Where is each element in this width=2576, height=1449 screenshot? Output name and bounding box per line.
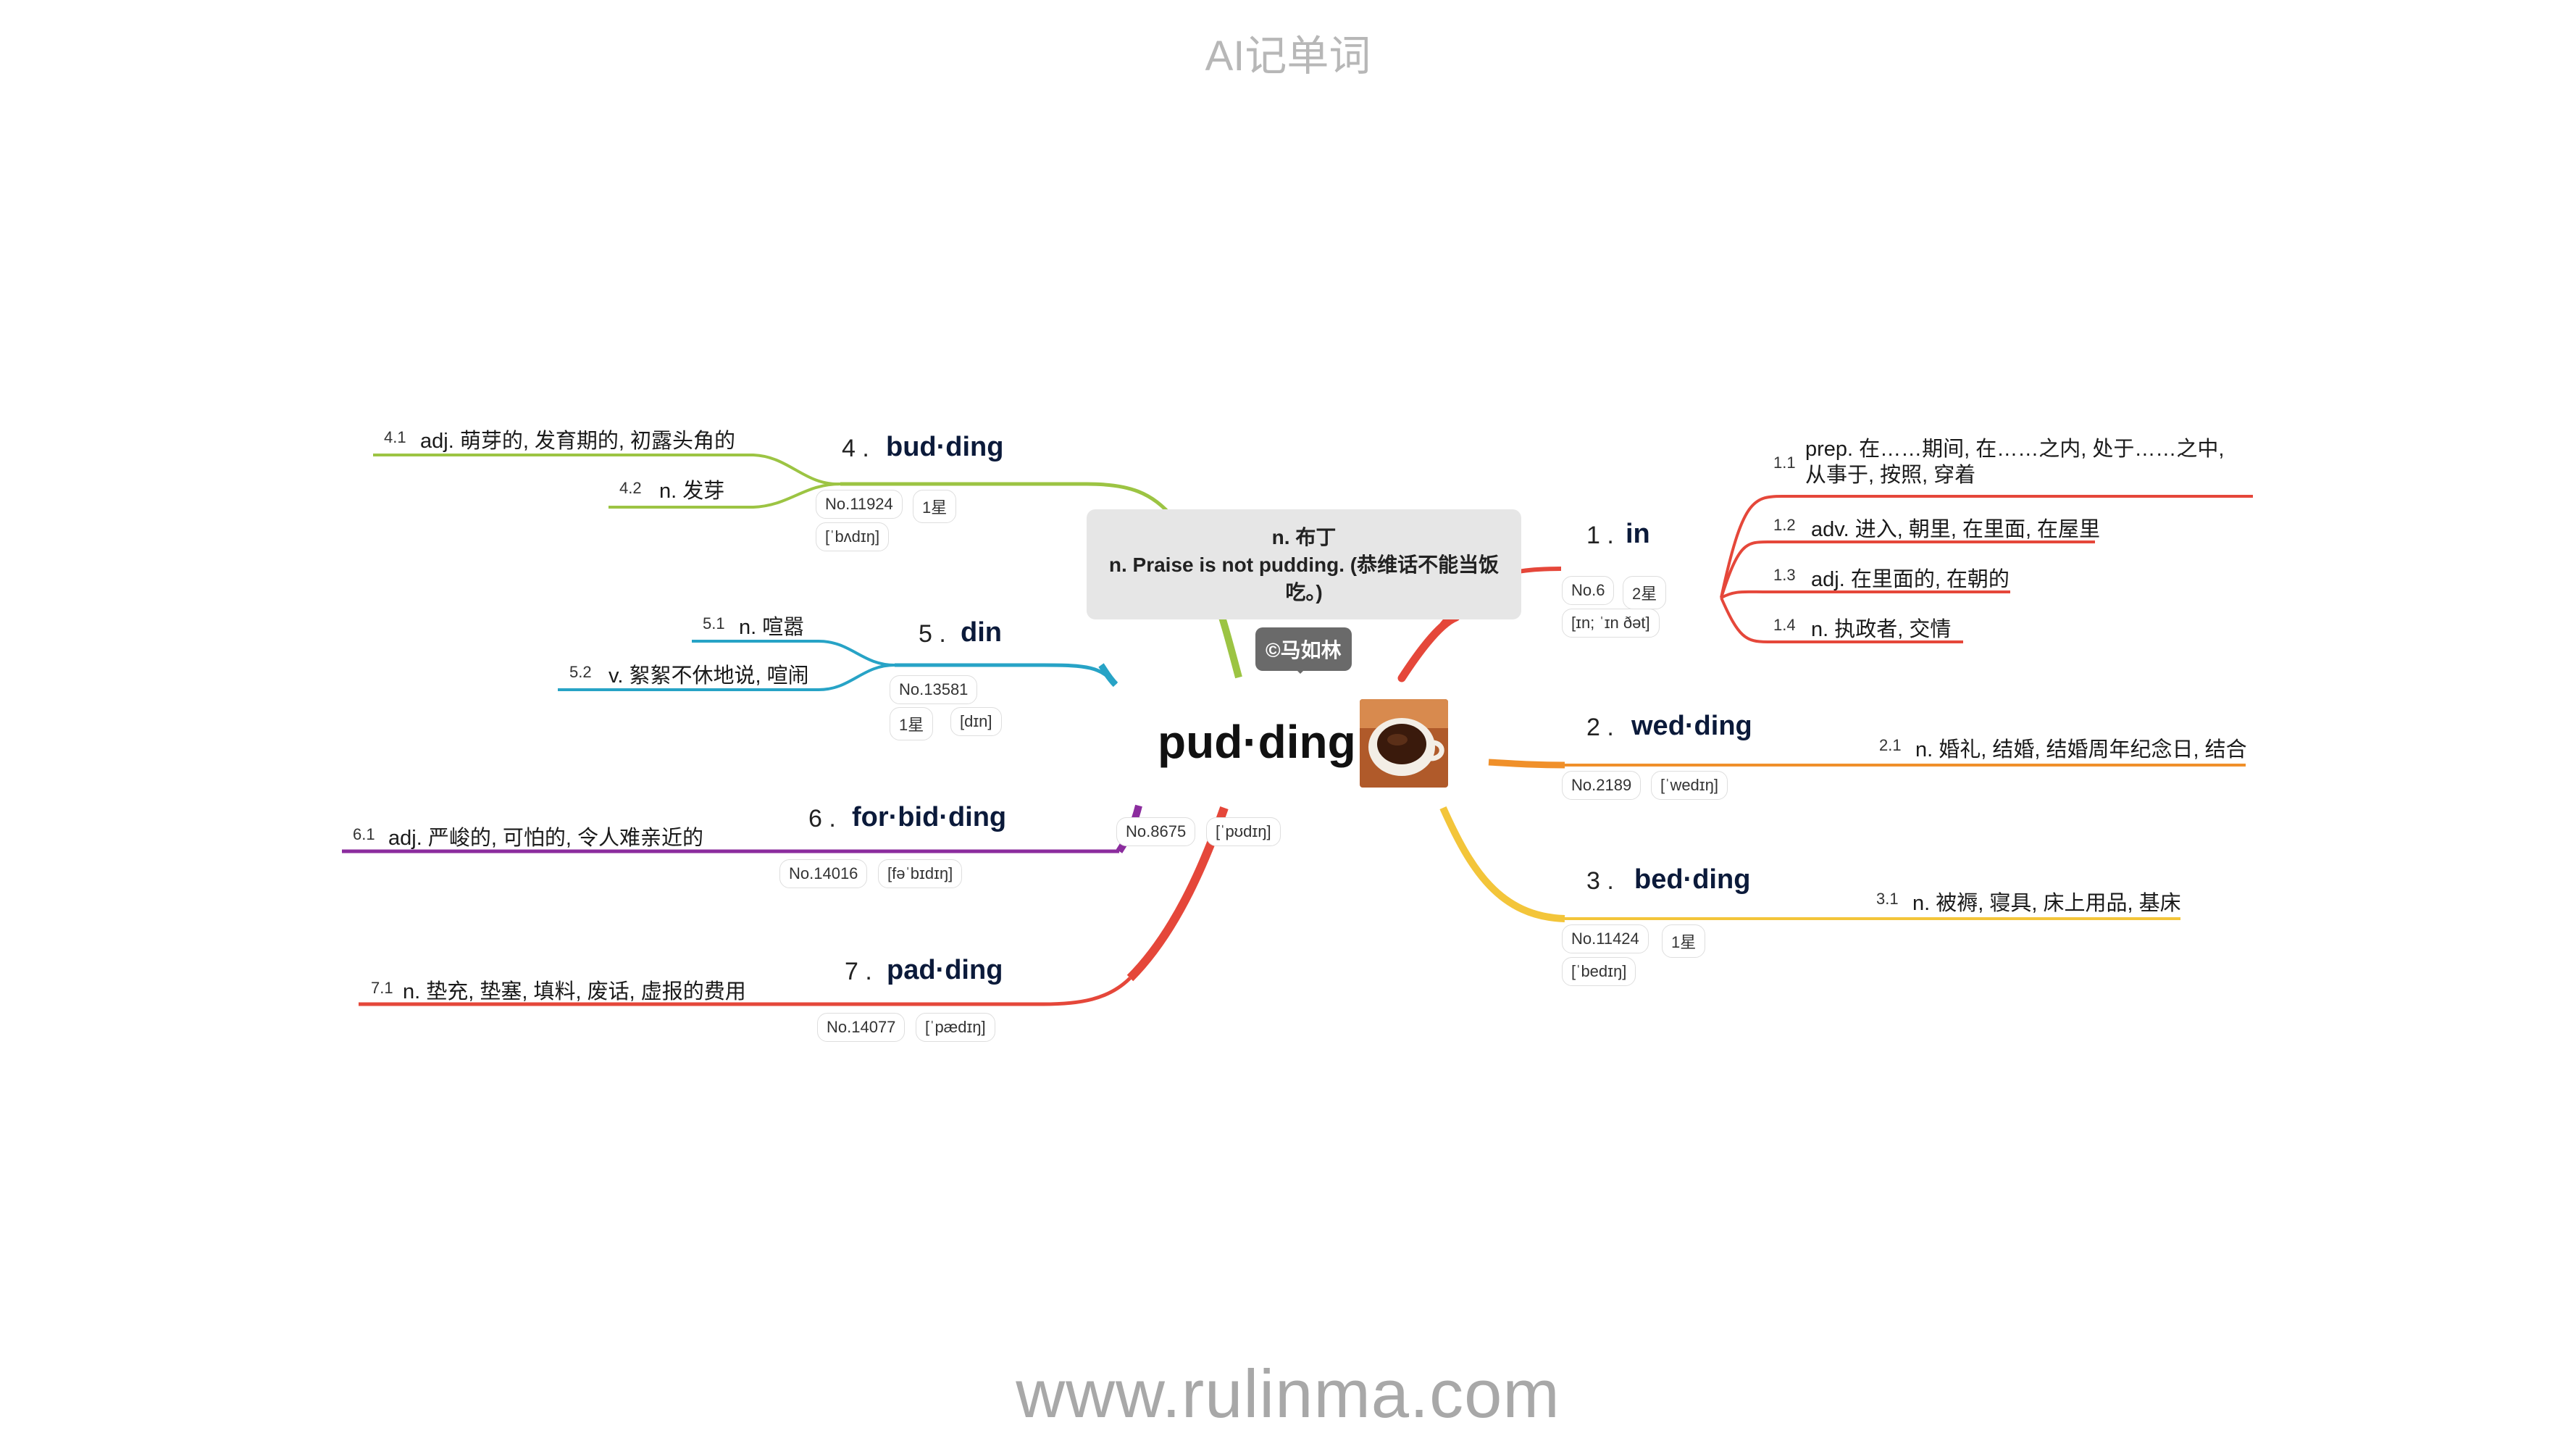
branch-star: 1星 — [913, 490, 957, 523]
connector-center-branch-2 — [1488, 759, 1565, 769]
branch-star: 1星 — [1662, 924, 1706, 958]
connector-5-2 — [558, 664, 895, 691]
sense-id: 1.2 — [1773, 516, 1796, 534]
center-word[interactable]: pud·ding — [1158, 716, 1356, 768]
connector-4-2 — [609, 483, 841, 509]
branch-word[interactable]: bud·ding — [886, 432, 1004, 462]
sense-id: 7.1 — [371, 979, 393, 997]
connector-center-branch-1 — [1397, 613, 1460, 682]
branch-phonetic: [ˈbedɪŋ] — [1562, 957, 1636, 986]
branch-no: No.11924 — [816, 490, 903, 519]
connector-1-1 — [1720, 495, 2253, 598]
credit-badge: ©马如林 — [1255, 627, 1352, 671]
sense-id: 1.3 — [1773, 566, 1796, 584]
connector-5-1 — [692, 640, 895, 667]
branch-phonetic: [ˈpædɪŋ] — [916, 1013, 995, 1042]
branch-no: No.13581 — [890, 675, 978, 704]
sense-id: 1.1 — [1773, 454, 1796, 472]
sense-id: 5.1 — [703, 614, 725, 632]
branch-star: 1星 — [890, 707, 934, 740]
sense-id: 5.2 — [569, 663, 592, 681]
connector-center-branch-3 — [1439, 806, 1565, 922]
sense-text: adj. 萌芽的, 发育期的, 初露头角的 — [420, 430, 736, 453]
center-word-no: No.8675 — [1116, 817, 1196, 846]
branch-no: No.14077 — [817, 1013, 906, 1042]
center-word-phonetic: [ˈpʊdɪŋ] — [1206, 817, 1281, 846]
branch-word[interactable]: in — [1626, 519, 1650, 549]
branch-no: No.2189 — [1562, 771, 1642, 800]
branch-no: No.11424 — [1562, 924, 1649, 953]
connector-1-3 — [1720, 590, 2010, 599]
sense-text: n. 发芽 — [659, 480, 725, 503]
branch-phonetic: [dɪn] — [950, 707, 1002, 736]
tooltip-line-1: n. 布丁 — [1271, 526, 1337, 548]
branch-number: 5 . — [919, 620, 946, 648]
definition-tooltip: n. 布丁 n. Praise is not pudding. (恭维话不能当饭… — [1087, 509, 1521, 619]
sense-text: v. 絮絮不休地说, 喧闹 — [609, 664, 809, 688]
sense-id: 6.1 — [353, 825, 375, 843]
branch-number: 2 . — [1586, 714, 1614, 741]
sense-text: prep. 在……期间, 在……之内, 处于……之中, 从事于, 按照, 穿着 — [1805, 438, 2225, 487]
coffee-cup-image — [1360, 699, 1448, 788]
branch-word[interactable]: for·bid·ding — [852, 802, 1007, 832]
branch-phonetic: [ɪn; ˈɪn ðət] — [1562, 609, 1660, 638]
sense-id: 2.1 — [1879, 736, 1902, 754]
branch-number: 1 . — [1586, 522, 1614, 549]
sense-text: adj. 严峻的, 可怕的, 令人难亲近的 — [388, 827, 704, 850]
branch-no: No.6 — [1562, 576, 1615, 605]
branch-number: 4 . — [842, 435, 869, 462]
sense-text: n. 执政者, 交情 — [1811, 618, 1952, 641]
sense-text: n. 婚礼, 结婚, 结婚周年纪念日, 结合 — [1915, 738, 2247, 761]
footer-url[interactable]: www.rulinma.com — [1016, 1356, 1560, 1432]
sense-id: 3.1 — [1876, 890, 1899, 908]
connector-1-4 — [1720, 597, 1963, 643]
branch-word[interactable]: wed·ding — [1631, 711, 1752, 741]
branch-number: 3 . — [1586, 867, 1614, 895]
sense-text: n. 垫充, 垫塞, 填料, 废话, 虚报的费用 — [403, 980, 746, 1003]
sense-text: adj. 在里面的, 在朝的 — [1811, 568, 2010, 591]
sense-text: adv. 进入, 朝里, 在里面, 在屋里 — [1811, 518, 2101, 541]
branch-phonetic: [ˈwedɪŋ] — [1651, 771, 1728, 800]
sense-id: 4.2 — [619, 479, 642, 497]
branch-no: No.14016 — [779, 859, 868, 888]
branch-number: 6 . — [808, 805, 836, 832]
sense-id: 4.1 — [384, 428, 406, 446]
sense-text: n. 被褥, 寝具, 床上用品, 基床 — [1912, 892, 2181, 915]
connector-branch-7-underline — [359, 977, 1132, 1006]
branch-phonetic: [ˈbʌdɪŋ] — [816, 522, 890, 551]
tooltip-line-2: n. Praise is not pudding. (恭维话不能当饭吃。) — [1108, 554, 1500, 604]
connector-4-1 — [373, 454, 841, 486]
connector-1-2 — [1720, 540, 2095, 598]
branch-word[interactable]: bed·ding — [1634, 864, 1751, 895]
branch-word[interactable]: din — [961, 617, 1002, 648]
branch-star: 2星 — [1623, 576, 1667, 609]
branch-word[interactable]: pad·ding — [887, 955, 1003, 985]
sense-id: 1.4 — [1773, 616, 1796, 634]
sense-text: n. 喧嚣 — [739, 616, 805, 639]
credit-badge-pointer — [1292, 665, 1309, 674]
branch-phonetic: [fəˈbɪdɪŋ] — [878, 859, 963, 888]
connector-branch-5-underline — [895, 663, 1117, 686]
app-title: AI记单词 — [1205, 33, 1371, 80]
branch-number: 7 . — [845, 958, 872, 985]
